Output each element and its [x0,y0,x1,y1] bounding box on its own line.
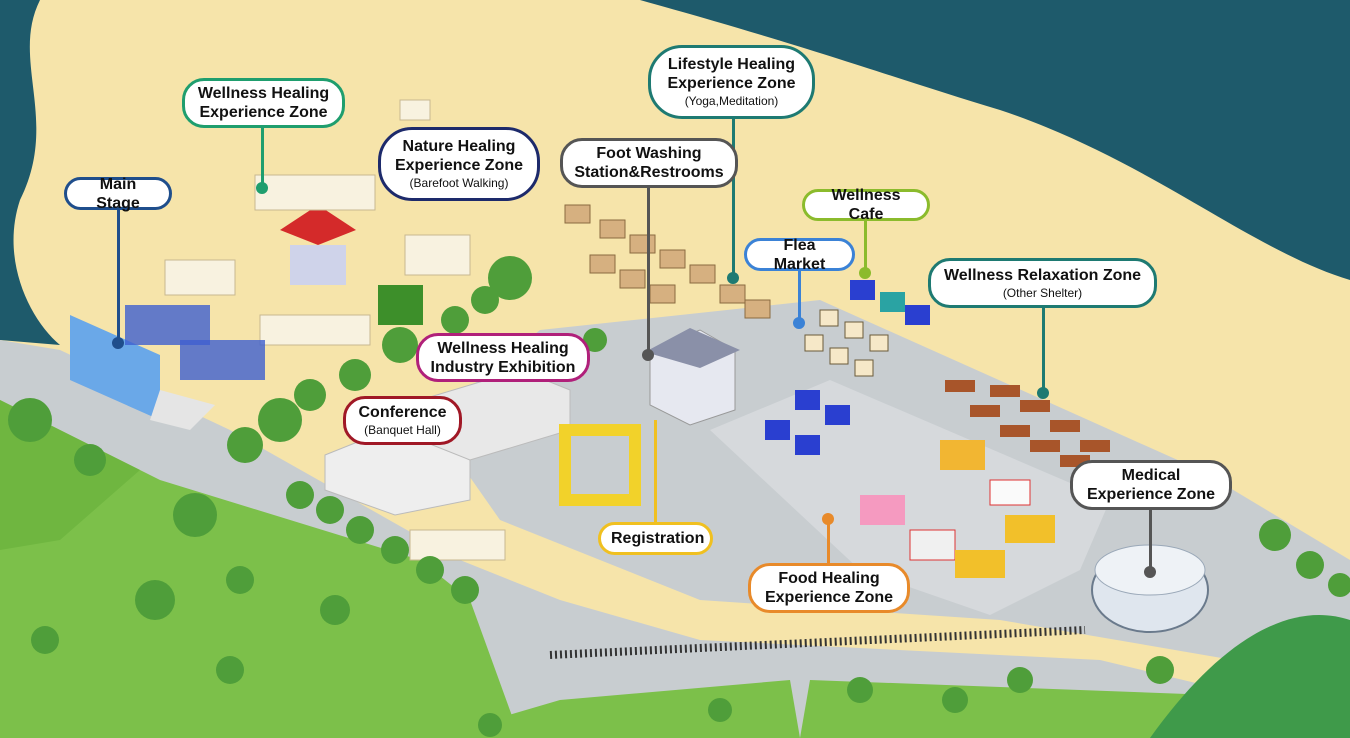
food-trucks [860,440,1055,578]
lifestyle-marker[interactable] [727,272,739,284]
wellness-healing-marker[interactable] [256,182,268,194]
wellness-cafe-marker[interactable] [859,267,871,279]
fence [549,626,1086,659]
main-stage-connector [117,209,120,343]
stage-seating [125,305,265,380]
label-foot-washing[interactable]: Foot Washing Station&Restrooms [560,138,738,188]
label-nature-healing[interactable]: Nature Healing Experience Zone(Barefoot … [378,127,540,201]
registration-arch [559,424,641,506]
flea-market-marker[interactable] [793,317,805,329]
gazebo [280,205,356,245]
trees [8,256,1350,737]
blue-tents [765,280,930,455]
grass-bottom-mid [430,680,800,738]
sea-top-right [640,0,1350,280]
hedge-arch [378,285,423,325]
relaxation-connector [1042,307,1045,393]
market-stalls [804,309,889,377]
brown-shelters [564,204,771,319]
label-wellness-relaxation[interactable]: Wellness Relaxation Zone(Other Shelter) [928,258,1157,308]
sea-left [0,0,60,345]
food-healing-marker[interactable] [822,513,834,525]
label-wellness-healing-experience[interactable]: Wellness Healing Experience Zone [182,78,345,128]
label-flea-market[interactable]: Flea Market [744,237,855,273]
label-main-stage[interactable]: Main Stage [64,176,172,212]
label-industry-exhibition[interactable]: Wellness Healing Industry Exhibition [416,333,590,382]
white-tents [164,99,506,561]
medical-marker[interactable] [1144,566,1156,578]
label-food-healing[interactable]: Food Healing Experience Zone [748,563,910,613]
hill [1150,614,1350,738]
label-wellness-cafe[interactable]: Wellness Cafe [802,187,930,223]
flea-market-connector [798,270,801,323]
label-lifestyle-healing[interactable]: Lifestyle Healing Experience Zone(Yoga,M… [648,45,815,119]
wellness-cafe-connector [864,220,867,273]
registration-connector [654,420,657,522]
medical-connector [1149,509,1152,572]
foot-washing-marker[interactable] [642,349,654,361]
label-conference[interactable]: Conference(Banquet Hall) [343,396,462,445]
food-healing-connector [827,519,830,563]
picnic-tables [945,380,1110,467]
main-stage-marker[interactable] [112,337,124,349]
label-registration[interactable]: Registration [598,522,713,555]
grass-left [0,400,520,738]
relaxation-marker[interactable] [1037,387,1049,399]
main-stage-structure [70,315,160,420]
label-medical[interactable]: Medical Experience Zone [1070,460,1232,510]
foot-washing-connector [647,187,650,355]
lifestyle-connector [732,118,735,278]
wellness-healing-connector [261,127,264,188]
